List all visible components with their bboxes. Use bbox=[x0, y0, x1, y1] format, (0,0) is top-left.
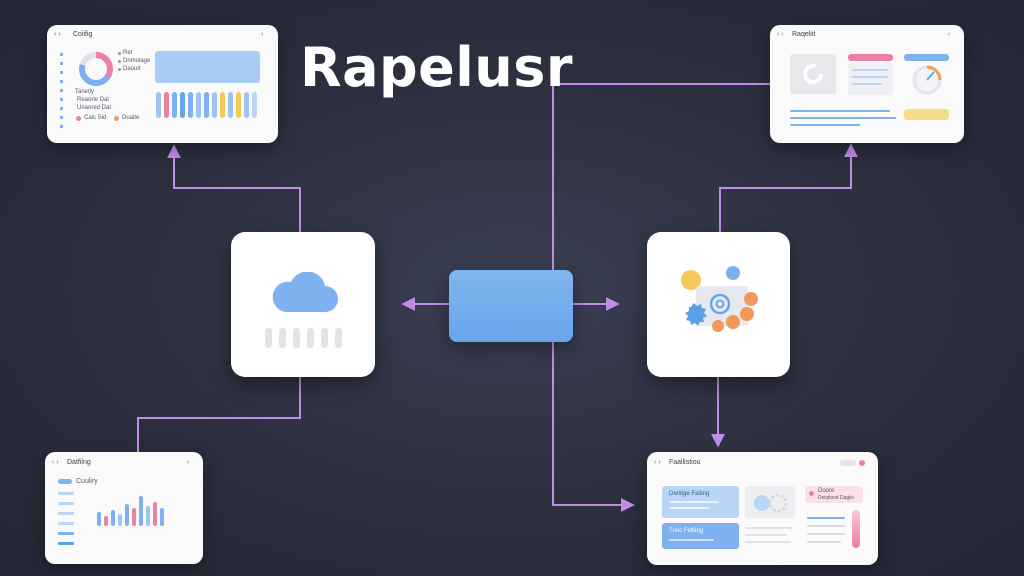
list-line bbox=[58, 512, 74, 515]
legend-swatch-icon bbox=[118, 60, 121, 63]
note-dot-icon bbox=[809, 491, 814, 496]
list-line bbox=[58, 542, 74, 545]
footer-dot-icon bbox=[114, 116, 119, 121]
header-strip bbox=[848, 54, 893, 61]
chevron-left-icon[interactable]: ‹ bbox=[187, 459, 190, 466]
chevron-left-icon[interactable]: ‹ bbox=[261, 31, 264, 38]
refresh-icon bbox=[803, 64, 823, 84]
dashboard-card-bottom-right[interactable]: ‹ › Faallistiou Dariitge Faiting Tuoc Fe… bbox=[647, 452, 878, 565]
legend-item: Ret bbox=[123, 50, 133, 56]
card-heading: Faallistiou bbox=[669, 459, 701, 466]
mini-bar-chart bbox=[97, 494, 169, 526]
legend-item: Dnmolage bbox=[123, 58, 151, 64]
text-line bbox=[790, 110, 890, 112]
window-controls-icon: ‹ › bbox=[654, 459, 661, 466]
card-heading: Raqeliit bbox=[792, 31, 816, 38]
cloud-storage-node[interactable] bbox=[231, 232, 375, 377]
gauge-icon bbox=[912, 65, 942, 95]
image-placeholder bbox=[790, 54, 836, 94]
note-card: Doore Dsiqitosd Dagiis bbox=[805, 486, 863, 503]
status-dot-icon bbox=[859, 460, 865, 466]
gear-icon bbox=[754, 493, 788, 513]
list-line bbox=[58, 532, 74, 535]
window-controls-icon: ‹ › bbox=[777, 31, 784, 38]
dashboard-card-top-right[interactable]: ‹ › Raqeliit ‹ bbox=[770, 25, 964, 143]
card-heading: Coiifig bbox=[73, 31, 93, 38]
email-at-icon bbox=[681, 266, 758, 332]
sidebar-dots bbox=[60, 53, 63, 133]
footer-dot-icon bbox=[76, 116, 81, 121]
line-cloud-to-bottom-left-card bbox=[137, 377, 301, 452]
note-subtitle: Dsiqitosd Dagiis bbox=[818, 495, 854, 501]
legend-item: Daouit bbox=[123, 66, 141, 72]
central-hub-block[interactable] bbox=[449, 270, 573, 342]
dashboard-card-bottom-left[interactable]: ‹ › Datfilng ‹ Cuuliry bbox=[45, 452, 203, 564]
footer-label: Duaite bbox=[122, 115, 140, 121]
text-line bbox=[790, 124, 860, 126]
tile-label: Tuoc Feltling bbox=[669, 528, 704, 534]
banner-block bbox=[155, 51, 260, 83]
gauge-header bbox=[904, 54, 949, 61]
page-title: Rapelusr bbox=[300, 36, 574, 99]
card-heading: Datfilng bbox=[67, 459, 91, 466]
toggle-pill[interactable] bbox=[840, 460, 856, 466]
content-panel bbox=[848, 63, 893, 95]
legend-swatch-icon bbox=[118, 52, 121, 55]
cloud-icon bbox=[272, 272, 338, 312]
list-item: Reaorle Dal bbox=[77, 97, 109, 103]
arrow-email-to-top-right-card bbox=[719, 143, 858, 232]
progress-gauge bbox=[852, 510, 860, 548]
tile-label: Dariitge Faiting bbox=[669, 491, 710, 497]
list-line bbox=[58, 492, 74, 495]
footer-label: Caic Sid bbox=[84, 115, 107, 121]
server-rack-icon bbox=[265, 328, 343, 348]
arrow-hub-to-bottom-right-card bbox=[552, 342, 635, 512]
donut-chart-icon bbox=[79, 52, 113, 86]
feature-tile[interactable]: Tuoc Feltling bbox=[662, 523, 739, 549]
dashboard-card-top-left[interactable]: ‹ › Coiifig ‹ Ret Dnmolage Daouit Taneti… bbox=[47, 25, 278, 143]
column-bars bbox=[156, 90, 260, 120]
list-line bbox=[58, 502, 74, 505]
legend-swatch-icon bbox=[118, 68, 121, 71]
note-title: Doore bbox=[818, 488, 835, 494]
list-item: Unaored Dat bbox=[77, 105, 112, 111]
window-controls-icon: ‹ › bbox=[54, 31, 61, 38]
window-controls-icon: ‹ › bbox=[52, 459, 59, 466]
list-line bbox=[58, 522, 74, 525]
feature-tile[interactable]: Dariitge Faiting bbox=[662, 486, 739, 518]
yellow-chip bbox=[904, 109, 949, 120]
label-pill bbox=[58, 479, 72, 484]
arrow-cloud-to-top-left-card bbox=[167, 144, 301, 232]
card-label: Cuuliry bbox=[76, 478, 98, 485]
chevron-left-icon[interactable]: ‹ bbox=[948, 31, 951, 38]
text-line bbox=[790, 117, 896, 119]
line-hub-to-top bbox=[552, 83, 770, 270]
email-integration-node[interactable] bbox=[647, 232, 790, 377]
list-title: Tanetiy bbox=[75, 89, 95, 95]
